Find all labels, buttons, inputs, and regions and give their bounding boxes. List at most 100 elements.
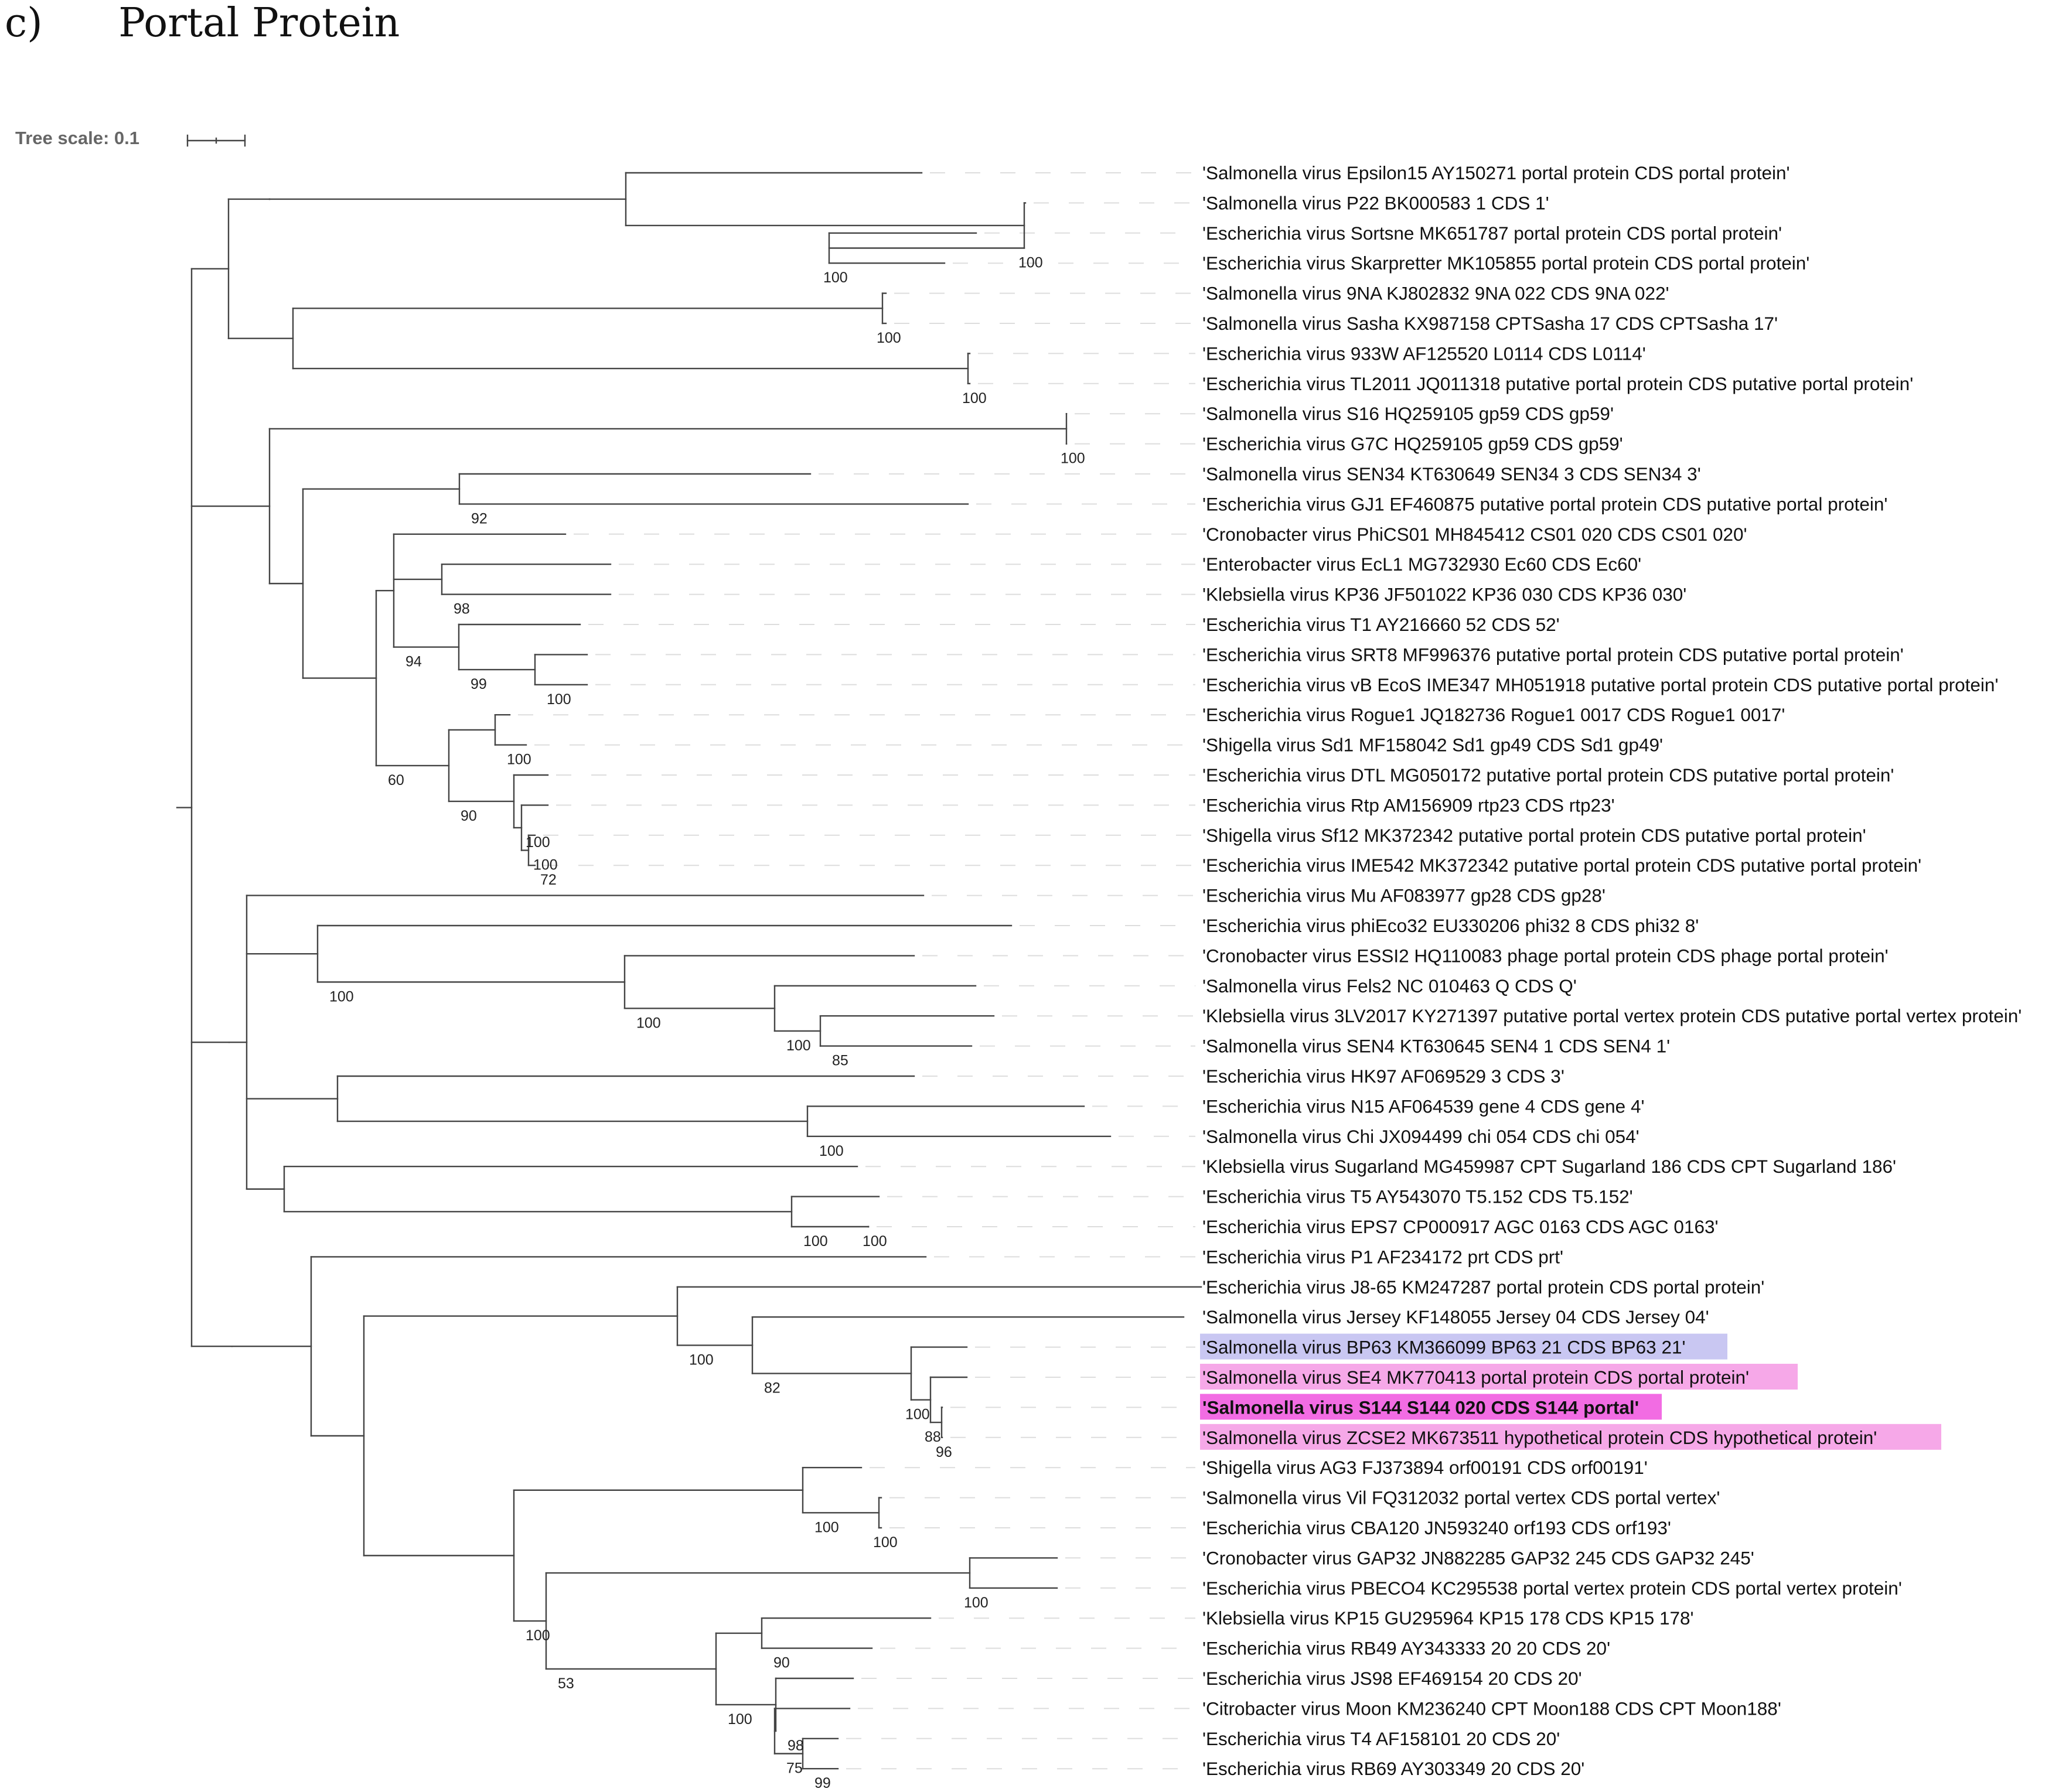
leaf-label: 'Klebsiella virus KP15 GU295964 KP15 178… bbox=[1202, 1607, 1694, 1629]
bootstrap-value: 100 bbox=[964, 1595, 989, 1611]
bootstrap-value: 99 bbox=[814, 1775, 831, 1791]
bootstrap-value: 96 bbox=[936, 1444, 952, 1460]
leaf-label: 'Escherichia virus Rtp AM156909 rtp23 CD… bbox=[1202, 794, 1615, 815]
leaf-label: 'Escherichia virus G7C HQ259105 gp59 CDS… bbox=[1202, 434, 1623, 455]
leaf-label: 'Salmonella virus BP63 KM366099 BP63 21 … bbox=[1202, 1337, 1686, 1358]
leaf-label: 'Escherichia virus Sortsne MK651787 port… bbox=[1202, 223, 1782, 244]
bootstrap-value: 90 bbox=[773, 1655, 790, 1671]
leaf-label: 'Salmonella virus Epsilon15 AY150271 por… bbox=[1202, 162, 1790, 183]
bootstrap-value: 100 bbox=[728, 1711, 752, 1728]
bootstrap-value: 99 bbox=[471, 676, 487, 692]
bootstrap-value: 98 bbox=[454, 601, 470, 617]
leaf-label: 'Salmonella virus SEN34 KT630649 SEN34 3… bbox=[1202, 463, 1701, 484]
leaf-label: 'Escherichia virus EPS7 CP000917 AGC 016… bbox=[1202, 1216, 1719, 1237]
leaf-label: 'Salmonella virus S144 S144 020 CDS S144… bbox=[1202, 1397, 1639, 1418]
leaf-label: 'Salmonella virus P22 BK000583 1 CDS 1' bbox=[1202, 192, 1549, 213]
leaf-highlight bbox=[1200, 1424, 1941, 1450]
leaf-label: 'Salmonella virus Jersey KF148055 Jersey… bbox=[1202, 1306, 1709, 1327]
leaf-highlight bbox=[1200, 1364, 1798, 1390]
bootstrap-value: 100 bbox=[786, 1037, 811, 1054]
leaf-label: 'Escherichia virus DTL MG050172 putative… bbox=[1202, 764, 1894, 786]
leaf-label: 'Salmonella virus Sasha KX987158 CPTSash… bbox=[1202, 313, 1778, 334]
bootstrap-value: 100 bbox=[814, 1519, 839, 1535]
leaf-label: 'Escherichia virus T4 AF158101 20 CDS 20… bbox=[1202, 1728, 1560, 1749]
leaf-label: 'Escherichia virus vB EcoS IME347 MH0519… bbox=[1202, 674, 1998, 695]
bootstrap-value: 100 bbox=[689, 1351, 714, 1368]
bootstrap-value: 100 bbox=[1061, 450, 1085, 467]
bootstrap-value: 98 bbox=[788, 1738, 804, 1754]
leaf-label: 'Escherichia virus Skarpretter MK105855 … bbox=[1202, 252, 1809, 274]
bootstrap-value: 82 bbox=[764, 1380, 780, 1397]
tree-scale-label: Tree scale: 0.1 bbox=[15, 128, 139, 148]
leaf-label: 'Escherichia virus JS98 EF469154 20 CDS … bbox=[1202, 1668, 1582, 1689]
leaf-label: 'Salmonella virus 9NA KJ802832 9NA 022 C… bbox=[1202, 283, 1669, 304]
leaf-label: 'Salmonella virus Fels2 NC 010463 Q CDS … bbox=[1202, 975, 1577, 996]
bootstrap-value: 100 bbox=[863, 1233, 887, 1250]
leaf-label: 'Escherichia virus 933W AF125520 L0114 C… bbox=[1202, 343, 1646, 364]
leaf-label: 'Salmonella virus SEN4 KT630645 SEN4 1 C… bbox=[1202, 1036, 1670, 1057]
leaf-label: 'Citrobacter virus Moon KM236240 CPT Moo… bbox=[1202, 1698, 1781, 1719]
bootstrap-value: 100 bbox=[533, 857, 558, 873]
bootstrap-value: 100 bbox=[329, 988, 354, 1005]
bootstrap-value: 100 bbox=[905, 1407, 930, 1423]
bootstrap-value: 100 bbox=[547, 691, 571, 708]
leaf-label: 'Escherichia virus TL2011 JQ011318 putat… bbox=[1202, 373, 1913, 394]
leaf-label: 'Escherichia virus IME542 MK372342 putat… bbox=[1202, 855, 1921, 876]
leaf-label: 'Escherichia virus phiEco32 EU330206 phi… bbox=[1202, 915, 1699, 936]
panel-title: c) Portal Protein bbox=[5, 0, 400, 46]
bootstrap-value: 100 bbox=[1018, 255, 1043, 271]
leaf-label: 'Enterobacter virus EcL1 MG732930 Ec60 C… bbox=[1202, 554, 1641, 575]
bootstrap-value: 100 bbox=[819, 1143, 844, 1159]
leaf-label: 'Shigella virus AG3 FJ373894 orf00191 CD… bbox=[1202, 1457, 1648, 1478]
bootstrap-value: 100 bbox=[526, 1627, 550, 1644]
bootstrap-value: 85 bbox=[832, 1053, 848, 1069]
bootstrap-value: 100 bbox=[636, 1015, 661, 1031]
bootstrap-value: 72 bbox=[540, 872, 557, 888]
leaf-label: 'Escherichia virus Mu AF083977 gp28 CDS … bbox=[1202, 885, 1606, 906]
leaf-label: 'Escherichia virus SRT8 MF996376 putativ… bbox=[1202, 644, 1904, 665]
leaf-label: 'Escherichia virus P1 AF234172 prt CDS p… bbox=[1202, 1246, 1563, 1267]
bootstrap-value: 92 bbox=[471, 510, 488, 527]
leaf-label: 'Salmonella virus Vil FQ312032 portal ve… bbox=[1202, 1487, 1720, 1508]
leaf-label: 'Klebsiella virus KP36 JF501022 KP36 030… bbox=[1202, 584, 1686, 605]
leaf-label: 'Cronobacter virus GAP32 JN882285 GAP32 … bbox=[1202, 1547, 1754, 1568]
bootstrap-value: 94 bbox=[405, 654, 422, 670]
bootstrap-value: 75 bbox=[786, 1760, 803, 1777]
leaf-label: 'Cronobacter virus ESSI2 HQ110083 phage … bbox=[1202, 945, 1889, 966]
leaf-label: 'Escherichia virus T1 AY216660 52 CDS 52… bbox=[1202, 614, 1560, 635]
bootstrap-value: 60 bbox=[388, 772, 404, 789]
bootstrap-value: 100 bbox=[526, 834, 550, 851]
leaf-label: 'Escherichia virus J8-65 KM247287 portal… bbox=[1202, 1276, 1764, 1298]
leaf-highlight bbox=[1200, 1333, 1727, 1360]
bootstrap-value: 90 bbox=[461, 808, 477, 824]
leaf-label: 'Escherichia virus HK97 AF069529 3 CDS 3… bbox=[1202, 1066, 1564, 1087]
leaf-label: 'Klebsiella virus 3LV2017 KY271397 putat… bbox=[1202, 1005, 2022, 1026]
leaf-label: 'Escherichia virus CBA120 JN593240 orf19… bbox=[1202, 1517, 1671, 1538]
leaf-label: 'Cronobacter virus PhiCS01 MH845412 CS01… bbox=[1202, 524, 1747, 545]
leaf-label: 'Salmonella virus Chi JX094499 chi 054 C… bbox=[1202, 1126, 1639, 1147]
leaf-label: 'Salmonella virus ZCSE2 MK673511 hypothe… bbox=[1202, 1427, 1877, 1448]
bootstrap-value: 100 bbox=[507, 752, 531, 768]
leaf-label: 'Klebsiella virus Sugarland MG459987 CPT… bbox=[1202, 1156, 1896, 1177]
bootstrap-value: 100 bbox=[823, 269, 848, 286]
leaf-label: 'Escherichia virus RB69 AY303349 20 CDS … bbox=[1202, 1758, 1584, 1779]
bootstrap-value: 100 bbox=[877, 330, 901, 346]
leaf-label: 'Escherichia virus N15 AF064539 gene 4 C… bbox=[1202, 1095, 1644, 1117]
leaf-label: 'Escherichia virus T5 AY543070 T5.152 CD… bbox=[1202, 1186, 1633, 1207]
bootstrap-value: 100 bbox=[803, 1233, 828, 1250]
leaf-label: 'Escherichia virus Rogue1 JQ182736 Rogue… bbox=[1202, 704, 1785, 725]
leaf-label: 'Shigella virus Sd1 MF158042 Sd1 gp49 CD… bbox=[1202, 735, 1663, 756]
leaf-label: 'Escherichia virus GJ1 EF460875 putative… bbox=[1202, 493, 1887, 514]
leaf-highlight bbox=[1200, 1394, 1662, 1420]
bootstrap-value: 100 bbox=[962, 390, 987, 407]
leaf-label: 'Salmonella virus SE4 MK770413 portal pr… bbox=[1202, 1367, 1749, 1388]
leaf-label: 'Salmonella virus S16 HQ259105 gp59 CDS … bbox=[1202, 403, 1614, 424]
bootstrap-value: 53 bbox=[558, 1675, 574, 1692]
leaf-label: 'Shigella virus Sf12 MK372342 putative p… bbox=[1202, 825, 1866, 846]
bootstrap-value: 88 bbox=[925, 1429, 941, 1445]
bootstrap-value: 100 bbox=[873, 1534, 898, 1551]
leaf-label: 'Escherichia virus RB49 AY343333 20 20 C… bbox=[1202, 1638, 1610, 1659]
leaf-label: 'Escherichia virus PBECO4 KC295538 porta… bbox=[1202, 1578, 1902, 1599]
